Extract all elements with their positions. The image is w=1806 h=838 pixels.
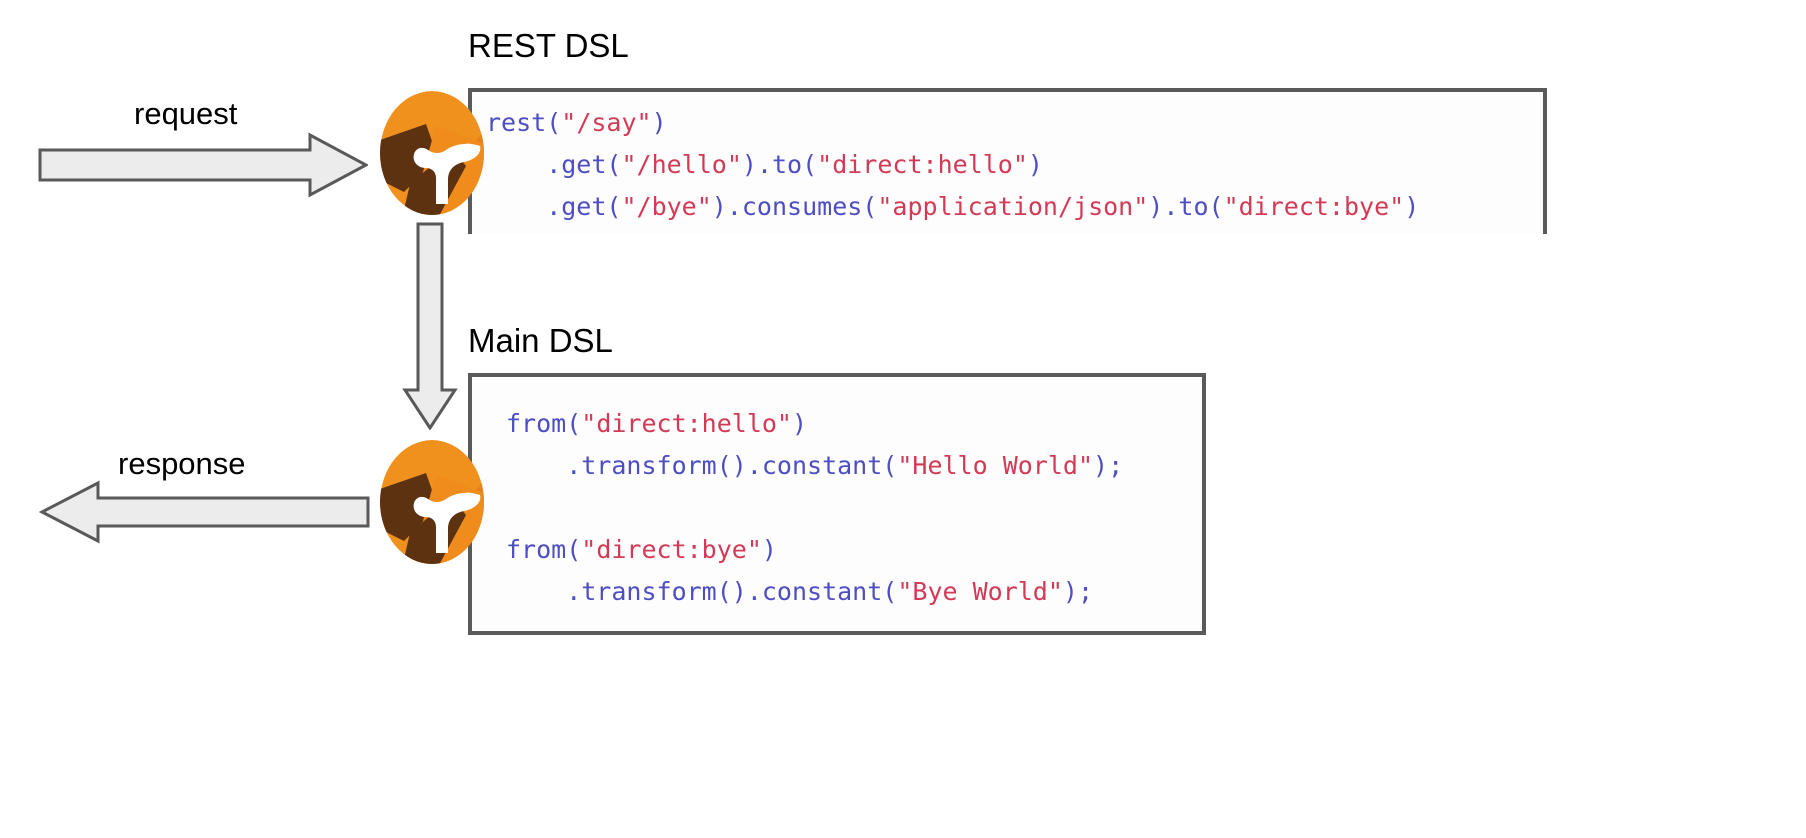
code-token: "direct:bye" bbox=[581, 535, 762, 564]
code-line: from("direct:bye") bbox=[506, 529, 1123, 571]
code-token: ) bbox=[791, 409, 808, 438]
rest-dsl-code-box: rest("/say") .get("/hello").to("direct:h… bbox=[468, 88, 1547, 234]
code-token: "application/json" bbox=[877, 192, 1149, 221]
code-token: rest( bbox=[486, 108, 562, 137]
code-token: "direct:bye" bbox=[1223, 192, 1405, 221]
rest-dsl-caption: REST DSL bbox=[468, 27, 629, 64]
code-token: ).consumes( bbox=[711, 192, 878, 221]
code-token: .transform().constant( bbox=[506, 451, 898, 480]
code-line: .transform().constant("Bye World"); bbox=[506, 571, 1123, 613]
code-token: ).to( bbox=[1148, 192, 1224, 221]
code-token: from( bbox=[506, 409, 582, 438]
rest-dsl-code: rest("/say") .get("/hello").to("direct:h… bbox=[486, 102, 1419, 228]
code-token: ); bbox=[1062, 577, 1094, 606]
main-dsl-code-box: from("direct:hello") .transform().consta… bbox=[468, 373, 1206, 635]
camel-logo-icon bbox=[380, 88, 484, 218]
code-token: ) bbox=[1027, 150, 1043, 179]
code-line: .get("/hello").to("direct:hello") bbox=[486, 144, 1419, 186]
camel-logo-icon bbox=[380, 437, 484, 567]
code-token: .transform().constant( bbox=[506, 577, 898, 606]
code-token: ) bbox=[761, 535, 777, 564]
code-token: from( bbox=[506, 535, 582, 564]
response-arrow-label: response bbox=[118, 446, 246, 481]
request-arrow-label: request bbox=[134, 96, 238, 131]
code-token: .get( bbox=[486, 192, 622, 221]
code-line: from("direct:hello") bbox=[506, 403, 1123, 445]
block-arrow-left-icon bbox=[30, 480, 370, 549]
code-token: ); bbox=[1093, 451, 1124, 480]
code-token: "/bye" bbox=[621, 192, 712, 221]
code-token: "direct:hello" bbox=[817, 150, 1028, 179]
code-line: .transform().constant("Hello World"); bbox=[506, 445, 1123, 487]
code-token: "Hello World" bbox=[897, 451, 1094, 480]
code-line: rest("/say") bbox=[486, 102, 1419, 144]
code-token: "/hello" bbox=[621, 150, 742, 179]
code-line: .get("/bye").consumes("application/json"… bbox=[486, 186, 1419, 228]
block-arrow-right-icon bbox=[38, 132, 370, 203]
main-dsl-caption: Main DSL bbox=[468, 322, 613, 359]
code-token: ).to( bbox=[741, 150, 818, 179]
block-arrow-down-icon bbox=[402, 222, 458, 435]
code-token: "direct:hello" bbox=[581, 409, 792, 438]
code-token: ) bbox=[651, 108, 667, 137]
code-token: ) bbox=[1404, 192, 1420, 221]
main-dsl-code: from("direct:hello") .transform().consta… bbox=[506, 403, 1123, 613]
code-token: "/say" bbox=[561, 108, 652, 137]
code-line bbox=[506, 487, 1123, 529]
code-token: .get( bbox=[486, 150, 622, 179]
code-token: "Bye World" bbox=[897, 577, 1063, 606]
